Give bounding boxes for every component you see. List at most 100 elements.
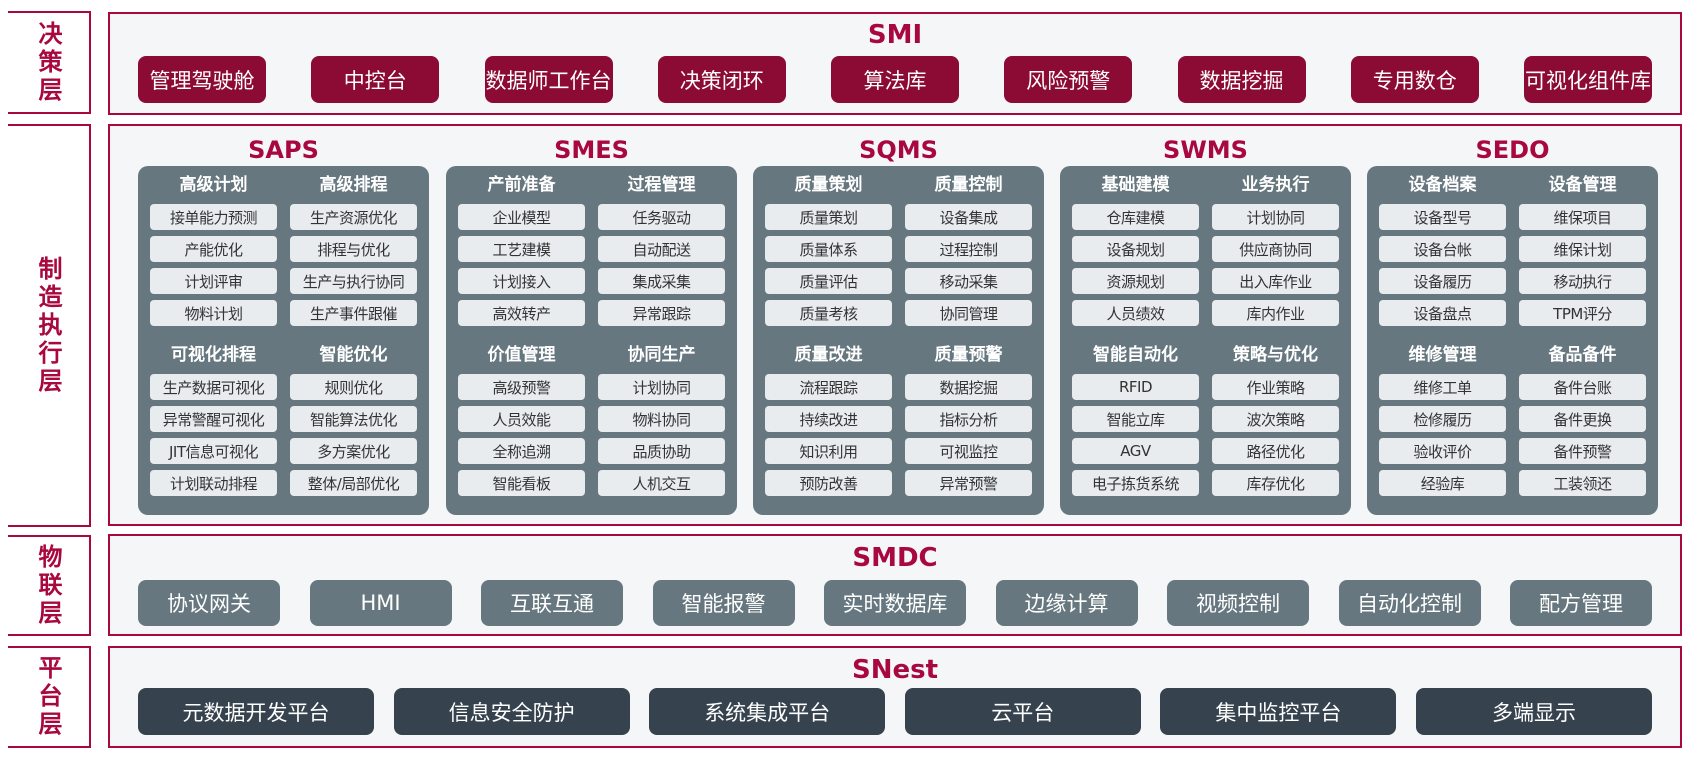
function-item[interactable]: 设备台帐 <box>1379 236 1506 262</box>
snest-button[interactable]: 多端显示 <box>1415 688 1652 735</box>
function-item[interactable]: TPM评分 <box>1519 300 1646 326</box>
function-item[interactable]: 计划评审 <box>150 268 277 294</box>
function-item[interactable]: 人员绩效 <box>1072 300 1199 326</box>
function-item[interactable]: 集成采集 <box>598 268 725 294</box>
snest-button[interactable]: 系统集成平台 <box>649 688 886 735</box>
function-item[interactable]: 设备履历 <box>1379 268 1506 294</box>
smdc-button[interactable]: 协议网关 <box>138 580 280 626</box>
function-item[interactable]: 维保项目 <box>1519 204 1646 230</box>
snest-button[interactable]: 元数据开发平台 <box>138 688 374 735</box>
function-item[interactable]: 预防改善 <box>765 470 892 496</box>
function-item[interactable]: 设备盘点 <box>1379 300 1506 326</box>
smi-button[interactable]: 风险预警 <box>1004 56 1133 103</box>
function-item[interactable]: 品质协助 <box>598 438 725 464</box>
function-item[interactable]: 质量考核 <box>765 300 892 326</box>
function-item[interactable]: AGV <box>1072 438 1199 464</box>
smi-button[interactable]: 数据挖掘 <box>1177 56 1306 103</box>
function-item[interactable]: 数据挖掘 <box>905 374 1032 400</box>
function-item[interactable]: 电子拣货系统 <box>1072 470 1199 496</box>
function-item[interactable]: 人机交互 <box>598 470 725 496</box>
function-item[interactable]: 自动配送 <box>598 236 725 262</box>
function-item[interactable]: 备件预警 <box>1519 438 1646 464</box>
function-item[interactable]: 知识利用 <box>765 438 892 464</box>
function-item[interactable]: 备件更换 <box>1519 406 1646 432</box>
function-item[interactable]: 指标分析 <box>905 406 1032 432</box>
function-item[interactable]: 生产资源优化 <box>290 204 417 230</box>
function-item[interactable]: 经验库 <box>1379 470 1506 496</box>
function-item[interactable]: 库存优化 <box>1212 470 1339 496</box>
function-item[interactable]: 质量策划 <box>765 204 892 230</box>
smdc-button[interactable]: 互联互通 <box>481 580 623 626</box>
function-item[interactable]: 持续改进 <box>765 406 892 432</box>
function-item[interactable]: 人员效能 <box>458 406 585 432</box>
function-item[interactable]: 检修履历 <box>1379 406 1506 432</box>
function-item[interactable]: 过程控制 <box>905 236 1032 262</box>
function-item[interactable]: 生产事件跟催 <box>290 300 417 326</box>
function-item[interactable]: 全称追溯 <box>458 438 585 464</box>
function-item[interactable]: 任务驱动 <box>598 204 725 230</box>
function-item[interactable]: 计划联动排程 <box>150 470 277 496</box>
function-item[interactable]: 设备规划 <box>1072 236 1199 262</box>
snest-button[interactable]: 集中监控平台 <box>1160 688 1397 735</box>
function-item[interactable]: 智能看板 <box>458 470 585 496</box>
smi-button[interactable]: 专用数仓 <box>1350 56 1479 103</box>
function-item[interactable]: 生产数据可视化 <box>150 374 277 400</box>
function-item[interactable]: 工艺建模 <box>458 236 585 262</box>
smi-button[interactable]: 管理驾驶舱 <box>138 56 266 103</box>
function-item[interactable]: 异常警醒可视化 <box>150 406 277 432</box>
function-item[interactable]: JIT信息可视化 <box>150 438 277 464</box>
function-item[interactable]: 计划协同 <box>598 374 725 400</box>
function-item[interactable]: 工装领还 <box>1519 470 1646 496</box>
snest-button[interactable]: 云平台 <box>904 688 1141 735</box>
function-item[interactable]: 规则优化 <box>290 374 417 400</box>
function-item[interactable]: 整体/局部优化 <box>290 470 417 496</box>
function-item[interactable]: 企业模型 <box>458 204 585 230</box>
function-item[interactable]: 质量体系 <box>765 236 892 262</box>
function-item[interactable]: 高级预警 <box>458 374 585 400</box>
function-item[interactable]: 智能算法优化 <box>290 406 417 432</box>
smdc-button[interactable]: 实时数据库 <box>824 580 966 626</box>
function-item[interactable]: 智能立库 <box>1072 406 1199 432</box>
smi-button[interactable]: 可视化组件库 <box>1524 56 1652 103</box>
function-item[interactable]: 仓库建模 <box>1072 204 1199 230</box>
function-item[interactable]: 物料计划 <box>150 300 277 326</box>
function-item[interactable]: 排程与优化 <box>290 236 417 262</box>
function-item[interactable]: 资源规划 <box>1072 268 1199 294</box>
function-item[interactable]: 设备集成 <box>905 204 1032 230</box>
function-item[interactable]: 计划接入 <box>458 268 585 294</box>
function-item[interactable]: RFID <box>1072 374 1199 400</box>
function-item[interactable]: 作业策略 <box>1212 374 1339 400</box>
function-item[interactable]: 流程跟踪 <box>765 374 892 400</box>
function-item[interactable]: 备件台账 <box>1519 374 1646 400</box>
function-item[interactable]: 多方案优化 <box>290 438 417 464</box>
smi-button[interactable]: 数据师工作台 <box>484 56 613 103</box>
smdc-button[interactable]: 自动化控制 <box>1338 580 1481 626</box>
function-item[interactable]: 异常预警 <box>905 470 1032 496</box>
function-item[interactable]: 计划协同 <box>1212 204 1339 230</box>
function-item[interactable]: 异常跟踪 <box>598 300 725 326</box>
smdc-button[interactable]: 智能报警 <box>652 580 795 626</box>
function-item[interactable]: 可视监控 <box>905 438 1032 464</box>
function-item[interactable]: 维保计划 <box>1519 236 1646 262</box>
function-item[interactable]: 移动执行 <box>1519 268 1646 294</box>
function-item[interactable]: 质量评估 <box>765 268 892 294</box>
function-item[interactable]: 维修工单 <box>1379 374 1506 400</box>
function-item[interactable]: 协同管理 <box>905 300 1032 326</box>
function-item[interactable]: 高效转产 <box>458 300 585 326</box>
snest-button[interactable]: 信息安全防护 <box>393 688 630 735</box>
function-item[interactable]: 产能优化 <box>150 236 277 262</box>
smdc-button[interactable]: HMI <box>309 580 452 626</box>
smi-button[interactable]: 决策闭环 <box>657 56 786 103</box>
smi-button[interactable]: 算法库 <box>831 56 959 103</box>
function-item[interactable]: 接单能力预测 <box>150 204 277 230</box>
function-item[interactable]: 设备型号 <box>1379 204 1506 230</box>
function-item[interactable]: 路径优化 <box>1212 438 1339 464</box>
function-item[interactable]: 波次策略 <box>1212 406 1339 432</box>
smdc-button[interactable]: 配方管理 <box>1510 580 1652 626</box>
function-item[interactable]: 供应商协同 <box>1212 236 1339 262</box>
function-item[interactable]: 库内作业 <box>1212 300 1339 326</box>
smdc-button[interactable]: 边缘计算 <box>995 580 1138 626</box>
function-item[interactable]: 出入库作业 <box>1212 268 1339 294</box>
function-item[interactable]: 物料协同 <box>598 406 725 432</box>
smi-button[interactable]: 中控台 <box>311 56 440 103</box>
